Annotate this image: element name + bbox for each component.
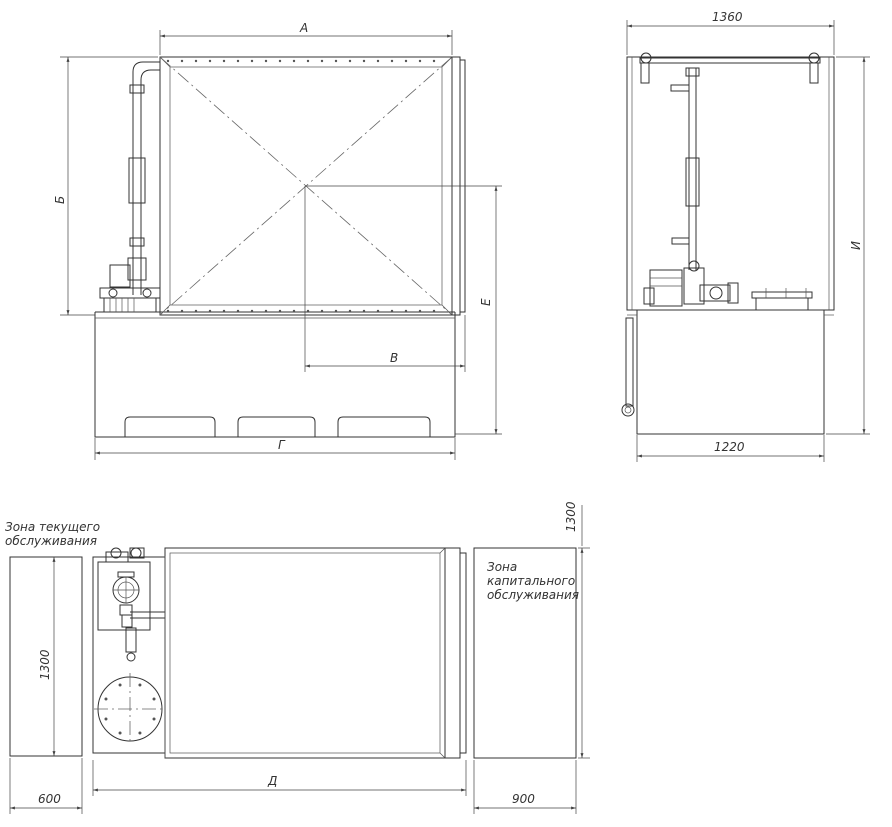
current-service-zone — [9, 556, 83, 757]
bolt-dot — [432, 309, 436, 313]
bolt-dot — [348, 59, 352, 63]
bolt-dot — [264, 59, 268, 63]
capital-service-zone — [473, 547, 577, 759]
dimension-d: Д — [92, 760, 467, 796]
bolt-dot — [278, 309, 282, 313]
bolt-dot — [320, 309, 324, 313]
dimension-a: А — [159, 21, 453, 55]
bolt-dot — [208, 309, 212, 313]
bolt-dot — [418, 309, 422, 313]
bolt-dot — [208, 59, 212, 63]
bolt-dot — [320, 59, 324, 63]
dim-label-1220: 1220 — [714, 440, 745, 454]
bolt-dot — [432, 59, 436, 63]
dimension-e: Е — [305, 185, 502, 435]
bolt-dot — [236, 59, 240, 63]
bolt-dot — [180, 59, 184, 63]
zone-capital-line2: капитального — [487, 574, 575, 588]
bolt-dot — [390, 59, 394, 63]
tank-bolt-dot — [104, 717, 108, 721]
dimension-i: И — [826, 56, 870, 435]
dim-label-d: Д — [267, 774, 277, 788]
tank-bolt-dot — [152, 697, 156, 701]
dim-label-900: 900 — [512, 792, 535, 806]
tank-bolt-dot — [138, 731, 142, 735]
bolt-dot — [166, 309, 170, 313]
dim-label-g: Г — [278, 438, 286, 452]
bolt-dot — [334, 59, 338, 63]
dim-label-i: И — [849, 241, 863, 250]
bolt-row-bottom — [166, 309, 436, 313]
zone-capital-line1: Зона — [487, 560, 517, 574]
bolt-dot — [222, 59, 226, 63]
bolt-dot — [250, 59, 254, 63]
bolt-dot — [180, 309, 184, 313]
bolt-dot — [404, 309, 408, 313]
dimension-900: 900 — [473, 760, 577, 814]
bolt-dot — [348, 309, 352, 313]
bolt-dot — [390, 309, 394, 313]
dimension-g: Г — [94, 438, 456, 460]
dim-label-600: 600 — [38, 792, 61, 806]
zone-current-line2: обслуживания — [5, 534, 97, 548]
bolt-dot — [194, 59, 198, 63]
bolt-dot — [194, 309, 198, 313]
front-pipe-assembly — [99, 61, 161, 313]
plan-view: Зона текущего обслуживания — [5, 501, 590, 814]
dim-label-1300-top: 1300 — [564, 501, 578, 532]
zone-current-line1: Зона текущего — [5, 520, 100, 534]
bolt-dot — [278, 59, 282, 63]
bolt-dot — [222, 309, 226, 313]
dimension-b: Б — [53, 56, 158, 316]
bolt-dot — [166, 59, 170, 63]
dimension-1360: 1360 — [626, 10, 835, 55]
bolt-dot — [306, 59, 310, 63]
side-view: 1360 1220 И — [621, 10, 870, 462]
bolt-dot — [292, 309, 296, 313]
zone-capital-line3: обслуживания — [487, 588, 579, 602]
bolt-dot — [362, 59, 366, 63]
tank-bolt-dot — [138, 683, 142, 687]
bolt-dot — [418, 59, 422, 63]
dim-label-v: В — [390, 351, 398, 365]
dim-label-e: Е — [479, 298, 493, 306]
bolt-dot — [306, 309, 310, 313]
bolt-row-top — [166, 59, 436, 63]
bolt-dot — [404, 59, 408, 63]
tank-bolt-dot — [118, 683, 122, 687]
pallet-base — [94, 311, 456, 438]
bolt-dot — [236, 309, 240, 313]
dimension-v: В — [304, 186, 466, 372]
dim-label-a: А — [299, 21, 308, 35]
dim-label-1300-left: 1300 — [38, 649, 52, 680]
bolt-dot — [292, 59, 296, 63]
bolt-dot — [362, 309, 366, 313]
dimension-1220: 1220 — [636, 435, 825, 462]
dimension-1300-right: 1300 — [564, 501, 590, 759]
tank-bolt-dot — [152, 717, 156, 721]
front-view: А Б В Е Г — [53, 21, 502, 460]
dimension-1300-left: 1300 — [38, 557, 56, 756]
tank-bolt-circle — [104, 683, 156, 735]
dim-label-b: Б — [53, 196, 67, 204]
tank-bolt-dot — [104, 697, 108, 701]
bolt-dot — [376, 309, 380, 313]
dim-label-1360: 1360 — [712, 10, 743, 24]
bolt-dot — [376, 59, 380, 63]
bolt-dot — [250, 309, 254, 313]
tank-bolt-dot — [118, 731, 122, 735]
dimension-600: 600 — [9, 758, 83, 814]
bolt-dot — [264, 309, 268, 313]
bolt-dot — [334, 309, 338, 313]
